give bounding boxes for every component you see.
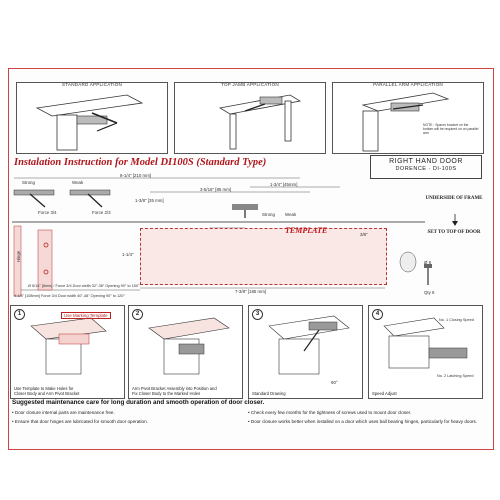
step-2-drawing <box>148 317 230 375</box>
page-title: Instalation Instruction for Model DI100S… <box>14 157 267 168</box>
parallel-note: NOTE : Spacer bracket on the bottom will… <box>423 123 479 135</box>
set-to-top-label: SET TO TOP OF DOOR <box>427 230 481 235</box>
standard-application-drawing <box>35 94 144 151</box>
dim-small: 3/8" <box>360 232 368 237</box>
step-1-tag: Use Marking Template <box>61 312 111 319</box>
step-1-caption: Use Template to Make Holes for Closer Bo… <box>14 386 80 396</box>
step-3-angle: 90° <box>331 380 338 385</box>
step-4-number: 4 <box>372 309 383 320</box>
panel-standard-label: STANDARD APPLICATION <box>62 82 122 87</box>
bracket-strong-label: Strong <box>262 212 275 217</box>
step-1-drawing <box>30 317 107 375</box>
hole-qty-label: Qty 6 <box>424 290 435 295</box>
maintenance-item-4: • Door closure works better when install… <box>248 419 478 424</box>
step-4-caption: Speed Adjust <box>372 391 397 396</box>
bracket-weak-label: Weak <box>285 212 297 217</box>
top-jamb-drawing <box>218 94 302 150</box>
force-strong-label: Strong <box>22 180 35 185</box>
right-hand-door-box: RIGHT HAND DOOR DORENCE · DI-100S <box>370 155 482 179</box>
parallel-arm-drawing <box>361 92 450 152</box>
dim-vertical-2: 1-1/4" <box>122 252 134 257</box>
step-1-number: 1 <box>14 309 25 320</box>
underside-of-frame-label: UNDERSIDE OF FRAME <box>425 196 483 201</box>
step-1-panel: 1 Use Marking Template Use Template to M… <box>10 305 125 399</box>
step-3-caption: Standard Drawing <box>252 391 286 396</box>
template-label: TEMPLATE <box>285 226 328 235</box>
dim-arm-spacing: 3-5/16" [85 mm] <box>200 187 232 192</box>
left-note-2: 4-1/4" [108mm] Force 3/4 Door width 40"-… <box>14 294 125 298</box>
dim-body-length: 7-3/8" [185 mm] <box>235 289 267 294</box>
maintenance-item-1: • Door closure internal parts are mainte… <box>12 410 115 415</box>
force-23-label: Force 2/3 <box>92 210 111 215</box>
step-3-panel: 3 90° Standard Drawing <box>248 305 363 399</box>
force-diagram <box>13 189 111 208</box>
panel-parallel-arm-application: PARALLEL ARM APPLICATION NOTE : Spacer b… <box>332 82 484 154</box>
left-note-1: Ø 5/16" [8mm] / Force 3/4 Door width 32"… <box>28 284 140 288</box>
model-label: DORENCE · DI-100S <box>395 166 457 172</box>
step-4-panel: 4 No. 1 Closing Speed No. 2 Latching Spe… <box>368 305 483 399</box>
door-label: RIGHT HAND DOOR <box>389 158 463 165</box>
step-4-no1: No. 1 Closing Speed <box>439 318 474 322</box>
step-2-panel: 2 Arm Pivot Bracket Assembly into Positi… <box>128 305 243 399</box>
step-3-number: 3 <box>252 309 263 320</box>
step-4-drawing <box>383 317 468 369</box>
step-4-no2: No. 2 Latching Speed <box>437 374 474 378</box>
panel-top-jamb-label: TOP JAMB APPLICATION <box>221 82 279 87</box>
template-area <box>140 228 387 285</box>
hole-size-label: Ø 8 <box>424 260 432 265</box>
maintenance-item-2: • Check every few months for the tightne… <box>248 410 412 415</box>
force-weak-label: Weak <box>72 180 84 185</box>
maintenance-title: Suggested maintenance care for long dura… <box>12 399 265 406</box>
force-34-label: Force 3/4 <box>38 210 57 215</box>
panel-top-jamb-application: TOP JAMB APPLICATION <box>174 82 326 154</box>
hinge-label: Hinge <box>16 250 22 263</box>
step-2-number: 2 <box>132 309 143 320</box>
step-2-caption: Arm Pivot Bracket Assembly into Position… <box>132 386 217 396</box>
dim-bracket-width: 1-3/4" [45mm] <box>270 182 298 187</box>
dim-overall-width: 8-1/4" [210 mm] <box>120 173 152 178</box>
step-3-drawing <box>268 315 350 375</box>
maintenance-item-3: • Ensure that door hinges are lubricated… <box>12 419 148 424</box>
dim-vertical-1: 1-3/8" [35 mm] <box>135 198 164 203</box>
panel-standard-application: STANDARD APPLICATION <box>16 82 168 154</box>
panel-parallel-label: PARALLEL ARM APPLICATION <box>373 82 443 87</box>
